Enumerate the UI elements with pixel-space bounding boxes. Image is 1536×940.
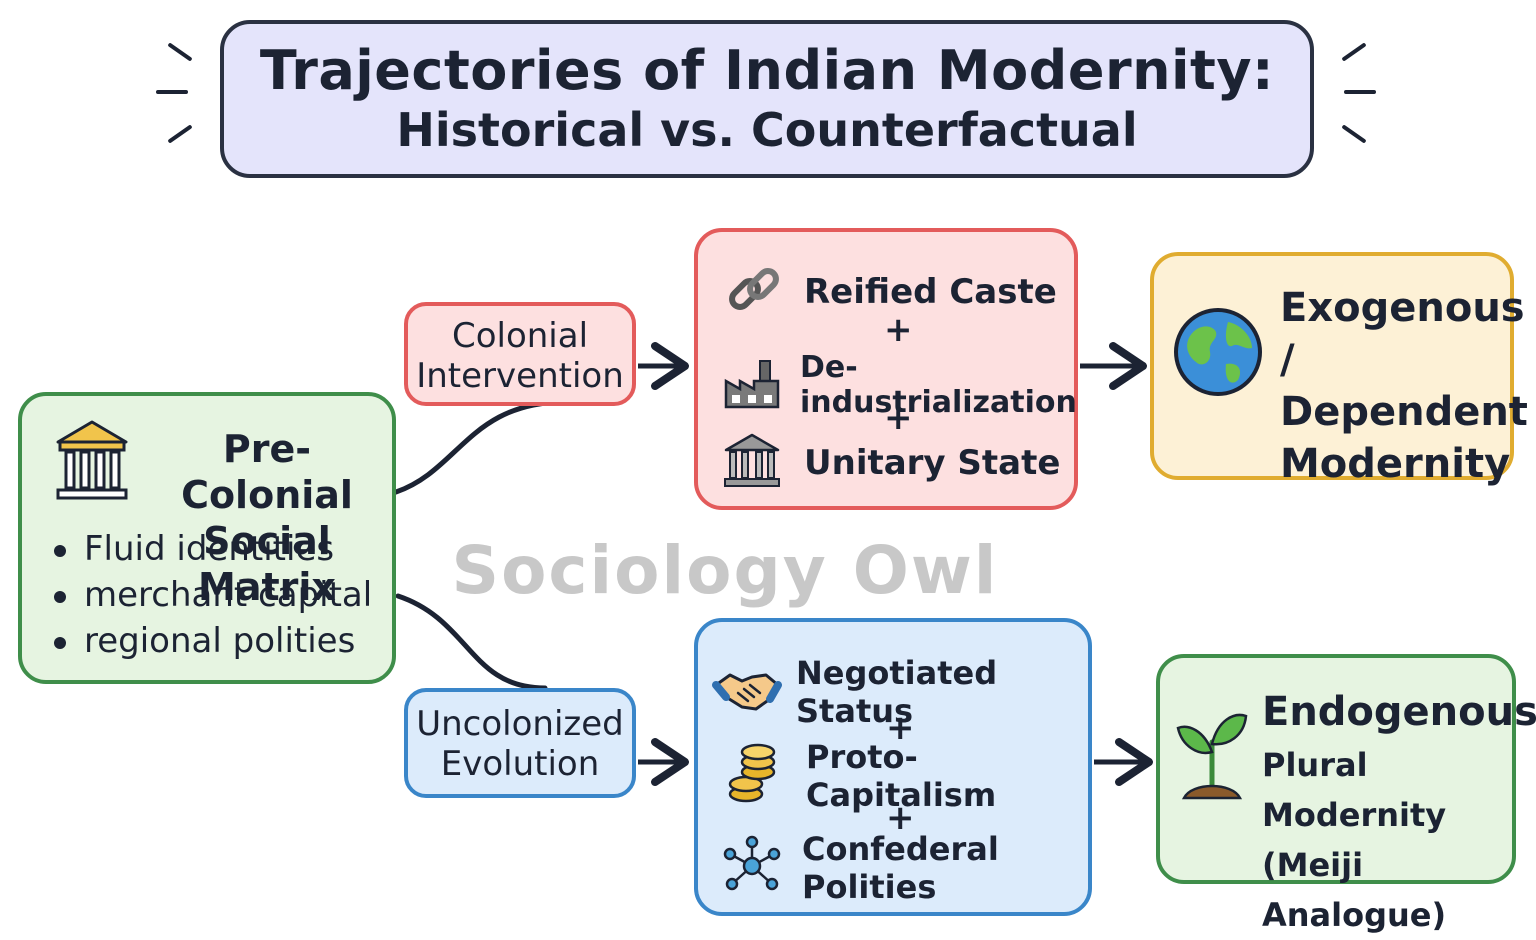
- branch-curve-lower: [395, 593, 548, 691]
- title-box: Trajectories of Indian Modernity: Histor…: [220, 20, 1314, 178]
- pre-colonial-title-line1: Pre-Colonial: [181, 427, 353, 517]
- plus-sign: +: [886, 708, 915, 748]
- factor-text: Reified Caste: [804, 272, 1057, 312]
- plus-sign: +: [886, 798, 915, 838]
- classical-building-icon: [54, 418, 130, 508]
- colonial-label-line2: Intervention: [416, 356, 624, 396]
- factory-icon: [722, 355, 782, 415]
- uncolonized-label-line1: Uncolonized: [416, 704, 624, 744]
- factor-row: Negotiated Status: [712, 654, 1088, 730]
- counterfactual-factors-box: Negotiated Status + Proto-Capitalism +: [694, 618, 1092, 916]
- handshake-icon: [712, 663, 782, 721]
- endogenous-outcome-text: Endogenous Plural Modernity (Meiji Analo…: [1262, 684, 1536, 940]
- factor-text: Confederal Polities: [802, 830, 999, 906]
- colonial-intervention-label: Colonial Intervention: [404, 302, 636, 406]
- factor-text: Unitary State: [804, 443, 1061, 483]
- outcome-line: Modernity: [1280, 441, 1511, 487]
- watermark: Sociology Owl: [451, 532, 999, 609]
- diagram-subtitle: Historical vs. Counterfactual: [396, 103, 1138, 157]
- factor-text: De-industrialization: [800, 350, 1077, 420]
- bullet-item: Fluid identities: [52, 526, 372, 572]
- diagram-title: Trajectories of Indian Modernity:: [259, 39, 1275, 102]
- sprout-icon: [1174, 702, 1250, 810]
- outcome-line: Plural Modernity: [1262, 746, 1447, 834]
- factor-row: Reified Caste: [722, 260, 1057, 324]
- branch-curve-upper: [393, 399, 573, 495]
- pre-colonial-title: Pre-Colonial Social Matrix: [142, 426, 392, 610]
- outcome-line: Exogenous /: [1280, 285, 1525, 383]
- pre-colonial-bullets: Fluid identities merchant capital region…: [52, 526, 372, 664]
- bullet-item: merchant capital: [52, 572, 372, 618]
- factor-row: Confederal Polities: [720, 830, 1088, 906]
- bullet-item: regional polities: [52, 618, 372, 664]
- pre-colonial-node: Pre-Colonial Social Matrix Fluid identit…: [18, 392, 396, 684]
- outcome-line: (Meiji Analogue): [1262, 846, 1447, 934]
- outcome-line: Endogenous: [1262, 689, 1536, 735]
- government-building-icon: [722, 432, 782, 494]
- historical-factors-box: Reified Caste + De-industrialization +: [694, 228, 1078, 510]
- endogenous-outcome-box: Endogenous Plural Modernity (Meiji Analo…: [1156, 654, 1536, 934]
- chain-link-icon: [722, 260, 786, 324]
- colonial-label-line1: Colonial: [451, 316, 589, 356]
- factor-text: Negotiated Status: [796, 654, 998, 730]
- title-tick: [1344, 90, 1376, 94]
- globe-icon: [1172, 306, 1264, 402]
- factor-row: Unitary State: [722, 432, 1060, 494]
- plus-sign: +: [884, 310, 913, 350]
- outcome-line: Dependent: [1280, 389, 1528, 435]
- factor-row: De-industrialization: [722, 350, 1077, 420]
- factor-row: Proto-Capitalism: [726, 738, 1088, 814]
- uncolonized-label-line2: Evolution: [440, 744, 600, 784]
- coins-icon: [726, 742, 778, 810]
- network-icon: [720, 834, 784, 902]
- plus-sign: +: [884, 398, 913, 438]
- title-tick: [156, 90, 188, 94]
- exogenous-outcome-text: Exogenous / Dependent Modernity: [1280, 282, 1528, 490]
- exogenous-outcome-box: Exogenous / Dependent Modernity: [1150, 252, 1528, 487]
- pre-colonial-title-line2: Social Matrix: [198, 519, 336, 609]
- uncolonized-evolution-label: Uncolonized Evolution: [404, 688, 636, 798]
- factor-text: Proto-Capitalism: [806, 738, 997, 814]
